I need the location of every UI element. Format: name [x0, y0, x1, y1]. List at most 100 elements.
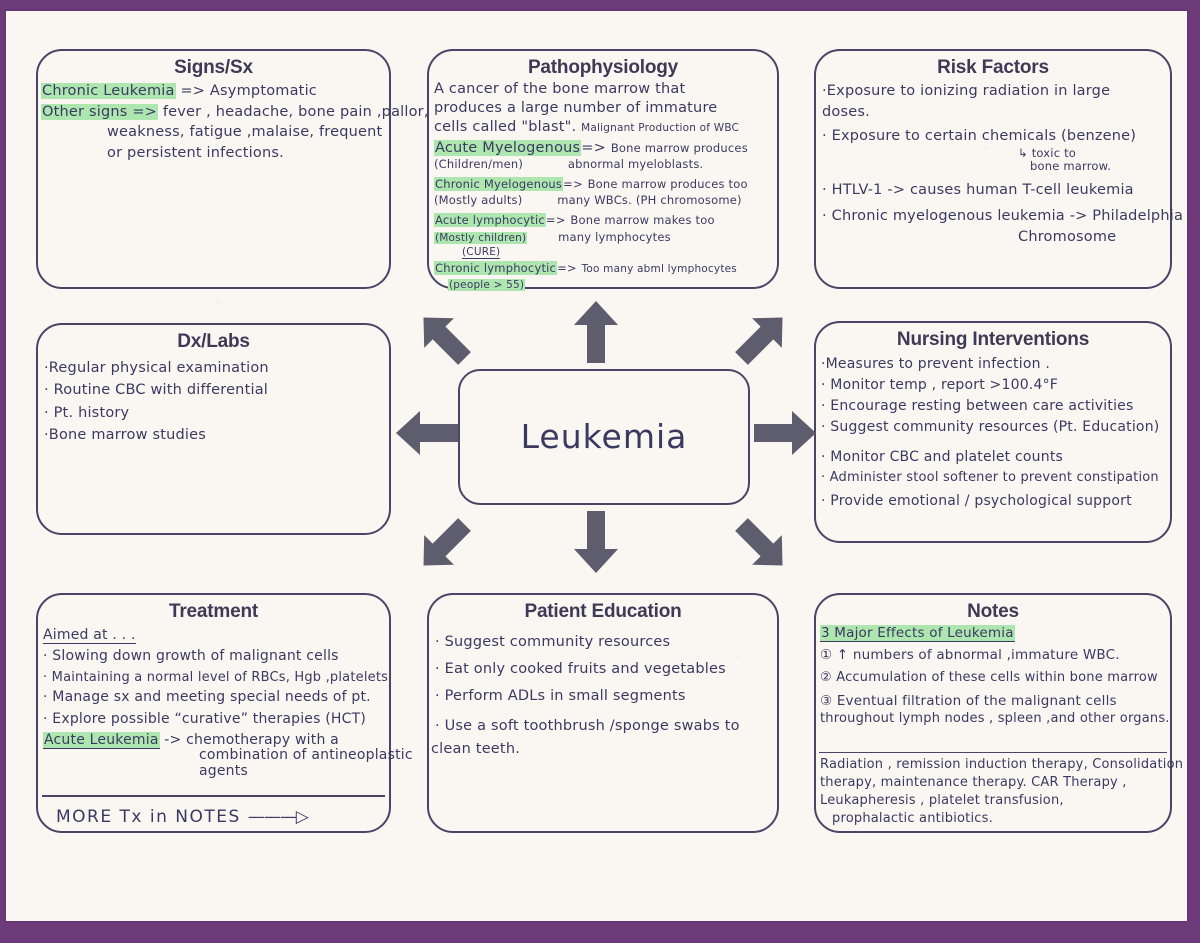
card-signs-sx: Signs/Sx Chronic Leukemia => Asymptomati…	[36, 49, 428, 289]
notes-therapy-line-3: Leukapheresis , platelet transfusion,	[820, 792, 1064, 808]
risk-line-2: doses.	[822, 103, 870, 120]
patho-type-4-arrow: =>	[557, 261, 577, 276]
risk-line-6: Chromosome	[1018, 228, 1117, 245]
dx-line-2: · Routine CBC with differential	[44, 382, 269, 399]
nursing-line-7: · Provide emotional / psychological supp…	[821, 492, 1132, 509]
pted-line-4: · Use a soft toothbrush /sponge swabs to	[435, 718, 740, 735]
treatment-line-2: · Maintaining a normal level of RBCs, Hg…	[43, 669, 389, 685]
signs-line-symptoms-3: or persistent infections.	[107, 144, 284, 161]
treatment-highlight-acute-leukemia: Acute Leukemia	[43, 731, 160, 749]
patho-type-4-name: Chronic lymphocytic	[434, 261, 558, 276]
nursing-line-4: · Suggest community resources (Pt. Educa…	[821, 419, 1160, 435]
risk-line-5: · Chronic myelogenous leukemia -> Philad…	[822, 208, 1184, 225]
patho-type-1-arrow: =>	[581, 139, 606, 156]
risk-factors-body: ·Exposure to ionizing radiation in large…	[816, 81, 1184, 247]
notes-therapy-line-1: Radiation , remission induction therapy,…	[820, 757, 1184, 772]
treatment-highlight-cont-2: agents	[199, 763, 248, 780]
notes-item-1-text: ↑ numbers of abnormal ,immature WBC.	[836, 647, 1120, 664]
card-nursing-interventions: Nursing Interventions ·Measures to preve…	[814, 321, 1172, 543]
card-title-pathophysiology: Pathophysiology	[527, 57, 679, 78]
arrow-up-icon	[574, 301, 618, 363]
nursing-interventions-body: ·Measures to prevent infection . · Monit…	[816, 354, 1170, 512]
card-title-notes: Notes	[967, 601, 1019, 622]
center-node-label: Leukemia	[520, 417, 688, 456]
notes-item-1-number: ①	[820, 647, 833, 664]
signs-line-asymptomatic: => Asymptomatic	[180, 83, 317, 99]
treatment-line-1: · Slowing down growth of malignant cells	[43, 648, 339, 665]
signs-highlight-other-signs: Other signs =>	[41, 103, 159, 120]
notes-therapy-line-2: therapy, maintenance therapy. CAR Therap…	[820, 774, 1127, 790]
signs-line-symptoms-1: fever , headache, bone pain ,pallor,	[162, 103, 429, 120]
card-title-risk-factors: Risk Factors	[937, 57, 1049, 78]
card-patient-education: Patient Education · Suggest community re…	[427, 593, 779, 833]
patho-type-2-name: Chronic Myelogenous	[434, 177, 564, 191]
risk-annotation-line-2: bone marrow.	[1030, 158, 1112, 173]
pted-line-3: · Perform ADLs in small segments	[435, 687, 686, 704]
arrow-down-icon	[574, 511, 618, 573]
risk-line-4: · HTLV-1 -> causes human T-cell leukemia	[822, 182, 1134, 199]
notes-item-3-number: ③	[820, 692, 833, 709]
card-title-dx-labs: Dx/Labs	[177, 331, 250, 352]
patho-type-1-name: Acute Myelogenous	[434, 139, 582, 156]
arrow-upper-right-icon	[733, 309, 791, 367]
concept-map-paper: Signs/Sx Chronic Leukemia => Asymptomati…	[6, 11, 1187, 921]
pted-line-1: · Suggest community resources	[435, 634, 671, 650]
treatment-footer: MORE Tx in NOTES ———▷	[56, 807, 309, 827]
patho-type-4-sub: (people > 55)	[448, 279, 526, 292]
pted-line-5: clean teeth.	[431, 741, 521, 758]
notes-item-2-text: Accumulation of these cells within bone …	[836, 670, 1158, 686]
center-node-leukemia: Leukemia	[458, 369, 750, 505]
risk-annotation-arrow-icon: ↳	[1018, 145, 1028, 160]
notes-divider	[819, 752, 1167, 753]
treatment-line-4: · Explore possible “curative” therapies …	[43, 710, 367, 727]
patho-type-1-desc-1: Bone marrow produces	[610, 140, 748, 155]
nursing-line-5: · Monitor CBC and platelet counts	[821, 449, 1064, 465]
patho-type-1-desc-2: abnormal myeloblasts.	[567, 156, 704, 171]
patho-type-3-sub2: (CURE)	[462, 245, 501, 259]
arrow-upper-left-icon	[415, 309, 473, 367]
notes-therapies: Radiation , remission induction therapy,…	[816, 756, 1184, 828]
treatment-body: Aimed at . . . · Slowing down growth of …	[38, 625, 413, 780]
card-title-patient-education: Patient Education	[524, 601, 682, 622]
signs-sx-body: Chronic Leukemia => Asymptomatic Other s…	[38, 81, 428, 163]
patient-education-body: · Suggest community resources · Eat only…	[429, 629, 777, 759]
risk-annotation-line-1: toxic to	[1031, 145, 1077, 160]
patho-type-2-sub: (Mostly adults)	[434, 193, 523, 208]
treatment-highlight-cont-1: combination of antineoplastic	[199, 747, 413, 764]
dx-line-1: ·Regular physical examination	[44, 360, 269, 376]
arrow-lower-left-icon	[415, 516, 473, 574]
nursing-line-2: · Monitor temp , report >100.4°F	[821, 377, 1059, 393]
dx-line-3: · Pt. history	[44, 404, 130, 421]
pted-line-2: · Eat only cooked fruits and vegetables	[435, 660, 726, 677]
signs-highlight-chronic-leukemia: Chronic Leukemia	[41, 83, 176, 99]
treatment-footer-label: MORE Tx in NOTES	[56, 807, 241, 827]
nursing-line-6: · Administer stool softener to prevent c…	[821, 470, 1159, 485]
notes-item-3-continued: throughout lymph nodes , spleen ,and oth…	[820, 711, 1170, 727]
patho-intro-1: A cancer of the bone marrow that	[434, 81, 686, 97]
card-dx-labs: Dx/Labs ·Regular physical examination · …	[36, 323, 391, 535]
treatment-divider	[42, 795, 385, 797]
patho-type-3-name: Acute lymphocytic	[434, 213, 546, 228]
card-notes: Notes 3 Major Effects of Leukemia ① ↑ nu…	[814, 593, 1184, 833]
patho-type-2-desc-1: Bone marrow produces too	[587, 177, 748, 191]
patho-type-3-desc-1: Bone marrow makes too	[570, 213, 715, 228]
notes-item-3-text: Eventual filtration of the malignant cel…	[836, 692, 1117, 709]
arrow-left-icon	[396, 411, 458, 455]
arrow-right-icon	[754, 411, 816, 455]
dx-line-4: ·Bone marrow studies	[44, 427, 206, 444]
patho-type-1-sub: (Children/men)	[434, 156, 524, 171]
patho-type-3-desc-2: many lymphocytes	[558, 229, 671, 244]
treatment-footer-arrow-icon: ———▷	[247, 807, 309, 827]
treatment-line-3: · Manage sx and meeting special needs of…	[43, 689, 371, 706]
patho-intro-tail: Malignant Production of WBC	[581, 121, 740, 134]
patho-intro-3: cells called "blast".	[434, 118, 577, 135]
patho-type-3-sub: (Mostly children)	[434, 231, 528, 244]
signs-line-symptoms-2: weakness, fatigue ,malaise, frequent	[107, 124, 383, 141]
patho-type-4-desc-1: Too many abml lymphocytes	[581, 263, 737, 276]
notes-therapy-line-4: prophalactic antibiotics.	[832, 810, 993, 826]
card-risk-factors: Risk Factors ·Exposure to ionizing radia…	[814, 49, 1184, 289]
nursing-line-1: ·Measures to prevent infection .	[821, 356, 1050, 372]
pathophysiology-body: A cancer of the bone marrow that produce…	[429, 80, 777, 293]
arrow-lower-right-icon	[733, 516, 791, 574]
dx-labs-body: ·Regular physical examination · Routine …	[38, 357, 389, 447]
